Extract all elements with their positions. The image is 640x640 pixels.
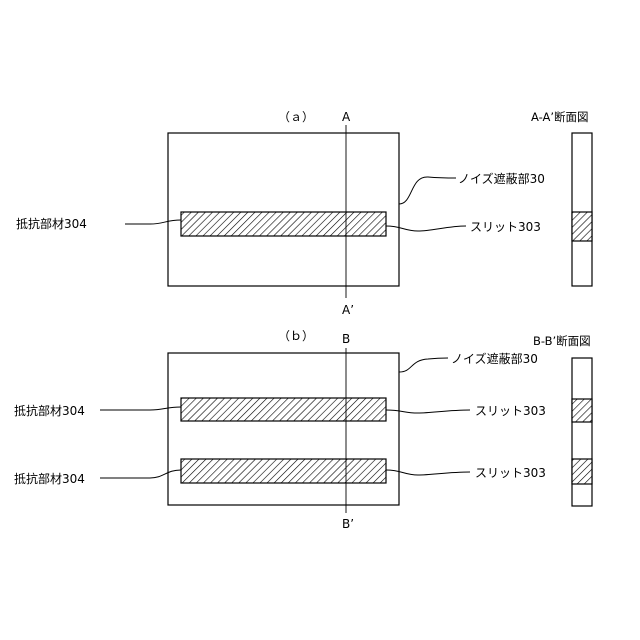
noise-shield-a-label: ノイズ遮蔽部30	[458, 171, 545, 186]
panel-b: （ｂ） B B’ ノイズ遮蔽部30 抵抗部材304 抵抗部材304 スリット30…	[14, 329, 592, 531]
slit-a	[181, 212, 386, 236]
panel-b-label: （ｂ）	[278, 329, 314, 343]
section-b-title: B-B’断面図	[533, 334, 591, 348]
section-a-top-label: A	[342, 110, 351, 124]
cross-section-b-slit-1	[572, 399, 592, 422]
section-a-bottom-label: A’	[342, 303, 354, 317]
panel-a: （ａ） A A’ ノイズ遮蔽部30 抵抗部材304 スリット303 A-A’断面…	[16, 110, 592, 317]
resist-b-2-label: 抵抗部材304	[14, 471, 85, 486]
section-a-title: A-A’断面図	[531, 110, 589, 124]
cross-section-b-slit-2	[572, 459, 592, 484]
slit-b-1	[181, 398, 386, 421]
slit-b-1-label: スリット303	[475, 404, 546, 418]
cross-section-a-slit	[572, 212, 592, 241]
slit-a-label: スリット303	[470, 220, 541, 234]
noise-shield-a	[168, 133, 399, 286]
section-b-top-label: B	[342, 332, 350, 346]
noise-shield-b-label: ノイズ遮蔽部30	[451, 351, 538, 366]
noise-shield-b-leader	[399, 358, 448, 372]
slit-b-2-label: スリット303	[475, 466, 546, 480]
cross-section-a	[572, 133, 592, 286]
slit-b-2	[181, 459, 386, 483]
section-b-bottom-label: B’	[342, 517, 354, 531]
resist-b-1-label: 抵抗部材304	[14, 403, 85, 418]
noise-shield-a-leader	[399, 177, 456, 204]
resist-a-label: 抵抗部材304	[16, 216, 87, 231]
panel-a-label: （ａ）	[278, 110, 314, 124]
